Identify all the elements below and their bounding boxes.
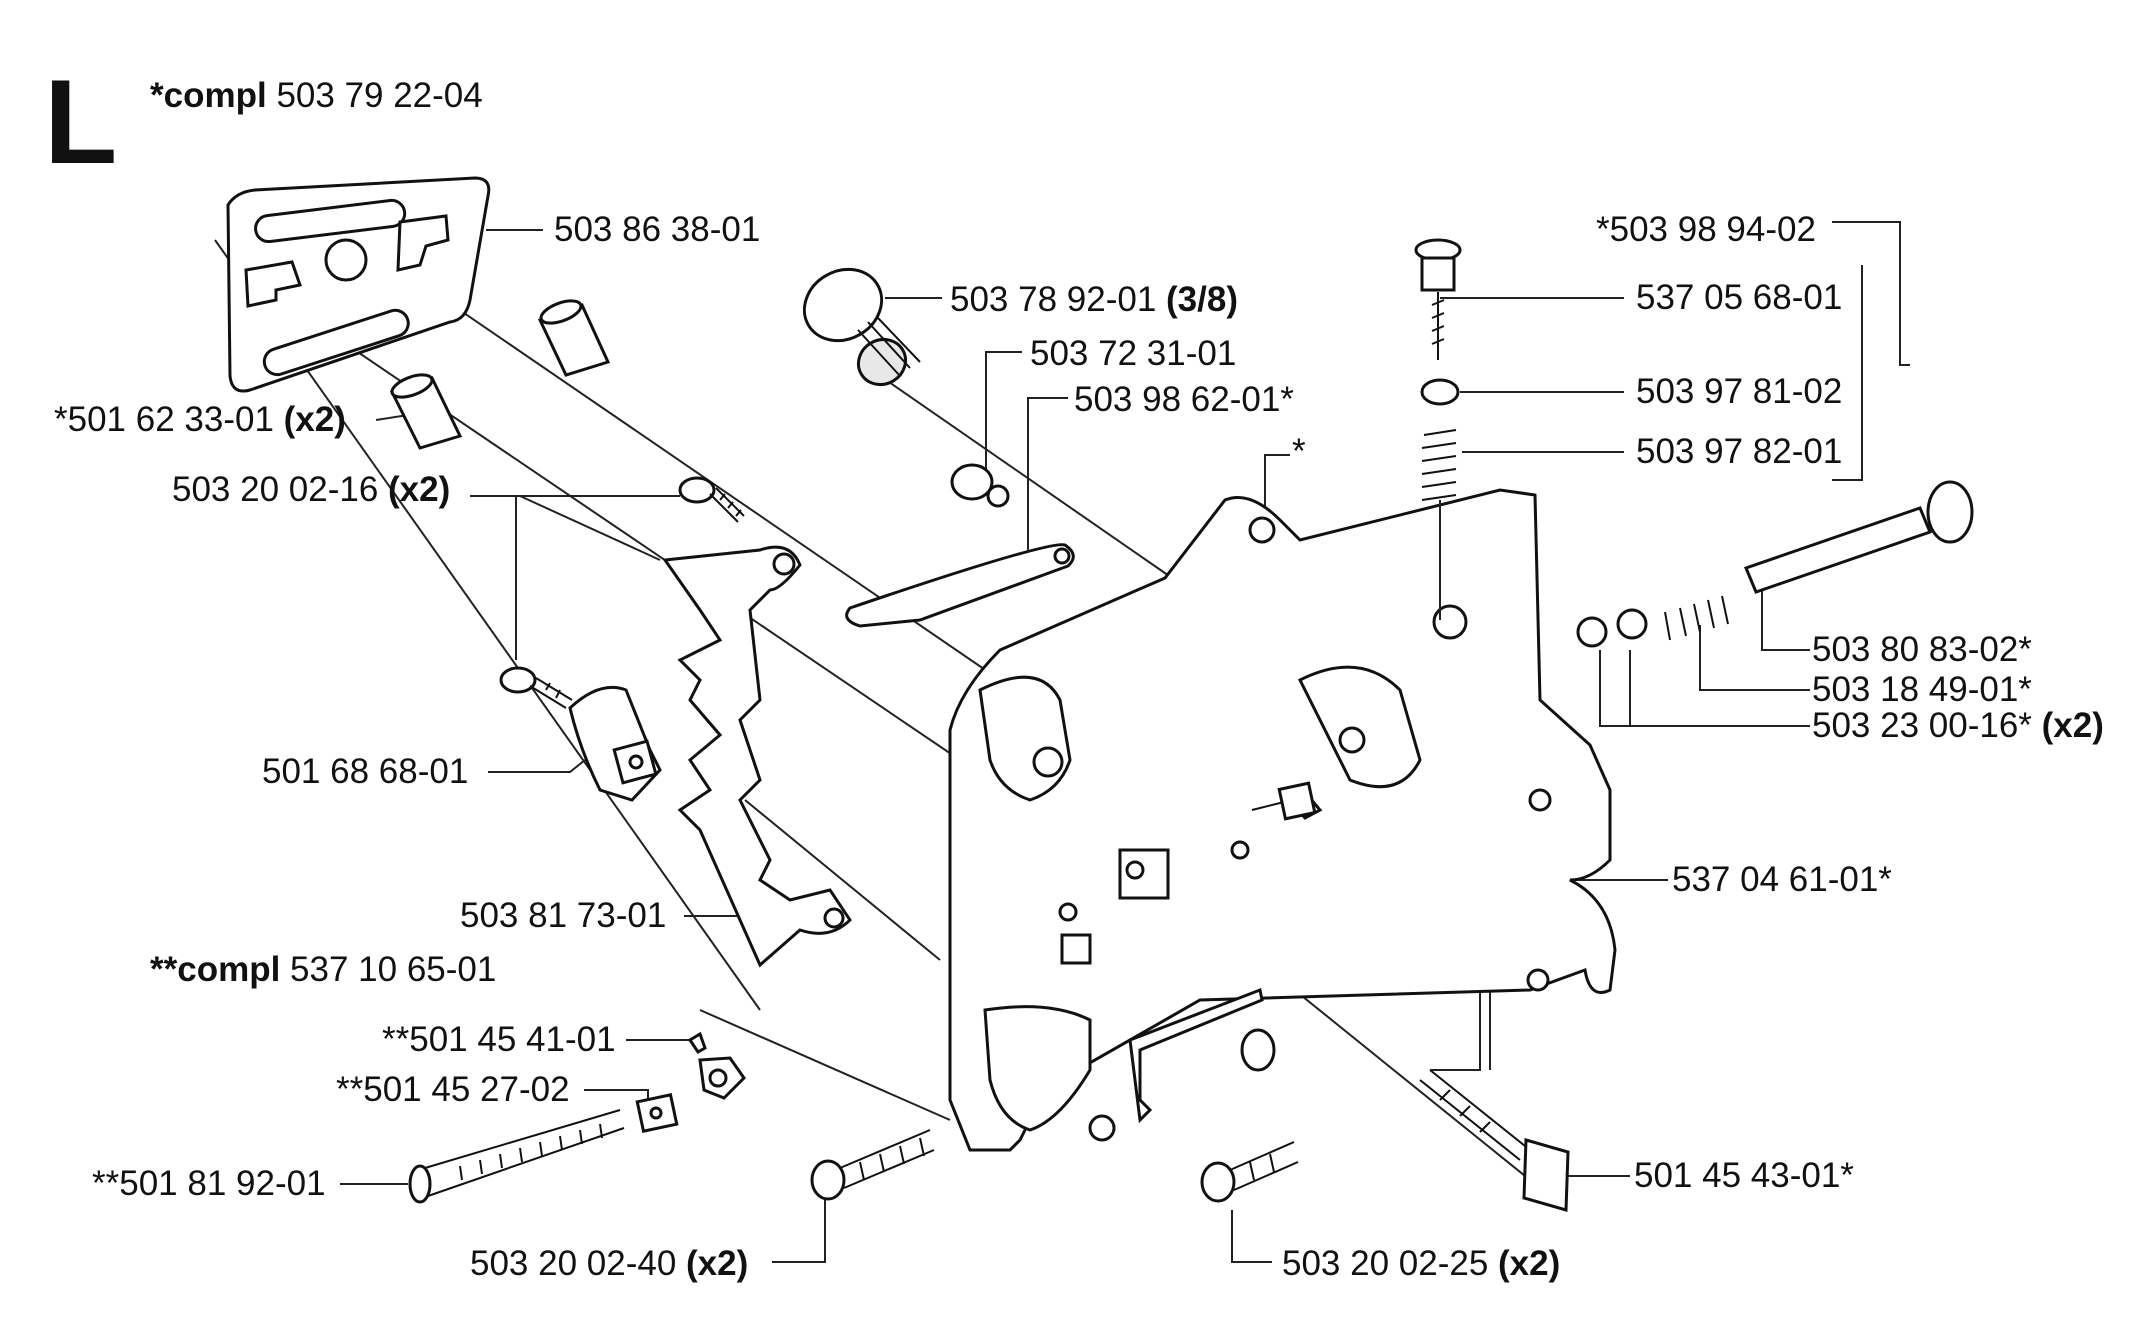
leader-spring-bar <box>1027 397 1068 560</box>
callout-plug-qty: (3/8) <box>1166 280 1238 319</box>
callout-shaft-washer-number: 503 23 00-16* <box>1812 706 2032 745</box>
screw-top-part <box>678 476 745 523</box>
callout-pump-oring: 503 97 81-02 <box>1636 372 1843 411</box>
spring-bar-part <box>845 543 1075 628</box>
callout-screw-bottom-mid-number: 503 20 02-25 <box>1282 1244 1489 1283</box>
compl-prefix: *compl <box>150 76 267 115</box>
callout-shaft-spring: 503 18 49-01* <box>1812 670 2032 709</box>
section-letter: L <box>44 55 118 189</box>
callout-adjuster-screw: **501 81 92-01 <box>92 1164 326 1203</box>
compl-label: *compl 503 79 22-04 <box>150 76 483 116</box>
leader-pin <box>985 351 1022 485</box>
callout-star: * <box>1292 432 1306 471</box>
callout-pump-compl: *503 98 94-02 <box>1596 210 1816 249</box>
callout-shaft: 503 80 83-02* <box>1812 630 2032 669</box>
callout-screw-bottom-mid: 503 20 02-25 (x2) <box>1282 1244 1560 1284</box>
callout-screw-top-qty: (x2) <box>388 470 451 509</box>
callout-screw-bottom-left-qty: (x2) <box>686 1244 749 1283</box>
bar-screw-part <box>1419 1069 1570 1212</box>
leader-shaft-spring <box>1699 625 1810 691</box>
callout-cover-plate: 503 81 73-01 <box>460 896 667 935</box>
callout-sleeve-number: *501 62 33-01 <box>54 400 274 439</box>
leader-pump-bracket <box>1832 221 1910 481</box>
subcompl-label: **compl 537 10 65-01 <box>150 950 496 990</box>
pump-parts <box>1414 238 1462 620</box>
subcompl-number: 537 10 65-01 <box>290 950 497 989</box>
callout-plug-number: 503 78 92-01 <box>950 280 1157 319</box>
callout-pump-spring: 503 97 82-01 <box>1636 432 1843 471</box>
leader-shaft <box>1761 590 1810 651</box>
callout-bar-screw: 501 45 43-01* <box>1634 1156 1854 1195</box>
plug-part <box>802 267 921 387</box>
callout-screw-top-number: 503 20 02-16 <box>172 470 379 509</box>
leader-screw-bottom-left <box>772 1180 826 1263</box>
callout-adjuster-nut: **501 45 41-01 <box>382 1020 616 1059</box>
callout-sleeve-qty: (x2) <box>283 400 346 439</box>
subcompl-prefix: **compl <box>150 950 281 989</box>
compl-number: 503 79 22-04 <box>276 76 483 115</box>
callout-screw-bottom-left: 503 20 02-40 (x2) <box>470 1244 748 1284</box>
shaft-parts <box>1576 480 1974 648</box>
pin-part <box>950 463 1010 508</box>
callout-clamp: 501 68 68-01 <box>262 752 469 791</box>
callout-screw-top: 503 20 02-16 (x2) <box>172 470 450 510</box>
nipple-part <box>1277 781 1317 821</box>
callout-plug: 503 78 92-01 (3/8) <box>950 280 1238 320</box>
callout-pump-screw: 537 05 68-01 <box>1636 278 1843 317</box>
callout-spring-bar: 503 98 62-01* <box>1074 380 1294 419</box>
leader-screw-top <box>470 495 680 660</box>
leader-screw-bottom-mid <box>1231 1210 1272 1263</box>
callout-guide-plate: 503 86 38-01 <box>554 210 761 249</box>
cover-plate-part <box>662 545 852 968</box>
main-housing-part <box>948 488 1617 1152</box>
leader-clamp <box>488 759 586 773</box>
screw-clamp-part <box>499 666 573 709</box>
leader-shaft-washer <box>1599 650 1810 727</box>
callout-pin: 503 72 31-01 <box>1030 334 1237 373</box>
guide-plate-part <box>226 176 491 393</box>
leader-adjuster-washer <box>584 1089 649 1100</box>
adjuster-parts <box>408 1031 746 1204</box>
screw-bottom-parts <box>810 1129 1299 1203</box>
callout-shaft-washer-qty: (x2) <box>2041 706 2104 745</box>
callout-shaft-washer: 503 23 00-16* (x2) <box>1812 706 2104 746</box>
sleeve-part <box>389 299 611 450</box>
callout-nipple: 537 04 61-01* <box>1672 860 1892 899</box>
callout-screw-bottom-mid-qty: (x2) <box>1498 1244 1561 1283</box>
callout-screw-bottom-left-number: 503 20 02-40 <box>470 1244 677 1283</box>
callout-adjuster-washer: **501 45 27-02 <box>336 1070 570 1109</box>
clamp-part <box>568 685 662 802</box>
callout-sleeve: *501 62 33-01 (x2) <box>54 400 346 440</box>
